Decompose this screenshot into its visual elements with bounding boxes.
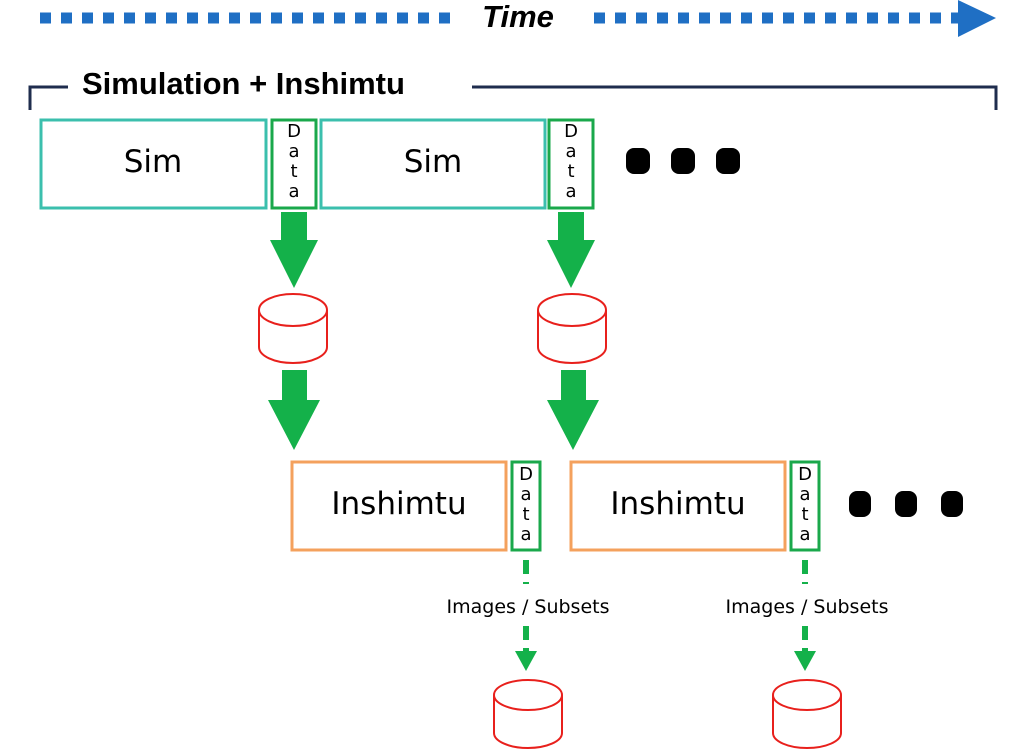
data-letter: a (288, 141, 299, 162)
sim-box-label: Sim (404, 144, 463, 180)
ellipsis-dot (671, 148, 695, 174)
cylinder-top (258, 293, 328, 327)
data-letter: t (522, 504, 529, 525)
simulation-bracket: Simulation + Inshimtu (28, 66, 998, 110)
down-arrow-icon (515, 651, 537, 671)
data-letter: D (287, 121, 301, 142)
ellipsis-dot (895, 491, 917, 517)
label-background (440, 590, 616, 620)
inshimtu-box-label: Inshimtu (331, 486, 466, 522)
down-arrow-icon (268, 370, 320, 450)
data-letter: a (565, 181, 576, 202)
bracket-line-left (28, 85, 68, 110)
ellipsis-dots-icon (849, 491, 963, 517)
data-letter: a (520, 524, 531, 545)
output-label: Images / Subsets (726, 596, 889, 618)
data-letter: t (290, 161, 297, 182)
down-arrow-icon (547, 370, 599, 450)
label-background (719, 590, 895, 620)
timeline: Time (40, 0, 996, 37)
database-cylinder-icon (493, 679, 563, 749)
sim-box (319, 118, 547, 210)
data-box (547, 118, 595, 210)
inshimtu-step-1: Inshimtu D a t a (290, 460, 542, 552)
ellipsis-dot (849, 491, 871, 517)
data-letter: a (520, 484, 531, 505)
bracket-label: Simulation + Inshimtu (82, 66, 405, 101)
sim-step-2: Sim D a t a (319, 118, 595, 210)
data-box (510, 460, 542, 552)
data-letter: D (519, 464, 533, 485)
inshimtu-box-label: Inshimtu (610, 486, 745, 522)
inshimtu-step-2: Inshimtu D a t a (569, 460, 821, 552)
ellipsis-dots-icon (626, 148, 740, 174)
ellipsis-dot (716, 148, 740, 174)
data-letter: a (288, 181, 299, 202)
data-letter: t (801, 504, 808, 525)
down-arrow-icon (547, 212, 595, 288)
data-box (789, 460, 821, 552)
database-cylinder-icon (537, 293, 607, 364)
output-flow-1: Images / Subsets (440, 560, 616, 671)
ellipsis-dot (626, 148, 650, 174)
sim-box (39, 118, 268, 210)
timeline-arrowhead (958, 0, 996, 37)
bracket-line-right (472, 85, 998, 110)
output-flow-2: Images / Subsets (719, 560, 895, 671)
sim-box-label: Sim (124, 144, 183, 180)
sim-step-1: Sim D a t a (39, 118, 318, 210)
database-cylinder-icon (772, 679, 842, 749)
ellipsis-dot (941, 491, 963, 517)
data-letter: a (799, 524, 810, 545)
cylinder-top (537, 293, 607, 327)
data-letter: a (799, 484, 810, 505)
inshimtu-row: Inshimtu D a t a Inshimtu D a t a (290, 460, 963, 552)
down-arrow-icon (794, 651, 816, 671)
data-letter: t (567, 161, 574, 182)
inshimtu-box (569, 460, 787, 552)
output-label: Images / Subsets (447, 596, 610, 618)
inshimtu-box (290, 460, 508, 552)
database-cylinder-icon (258, 293, 328, 364)
data-letter: a (565, 141, 576, 162)
down-arrow-icon (270, 212, 318, 288)
cylinder-top (493, 679, 563, 711)
data-letter: D (564, 121, 578, 142)
data-letter: D (798, 464, 812, 485)
timeline-label: Time (482, 0, 554, 34)
sim-row: Sim D a t a Sim D a t a (39, 118, 740, 210)
cylinder-top (772, 679, 842, 711)
data-box (270, 118, 318, 210)
